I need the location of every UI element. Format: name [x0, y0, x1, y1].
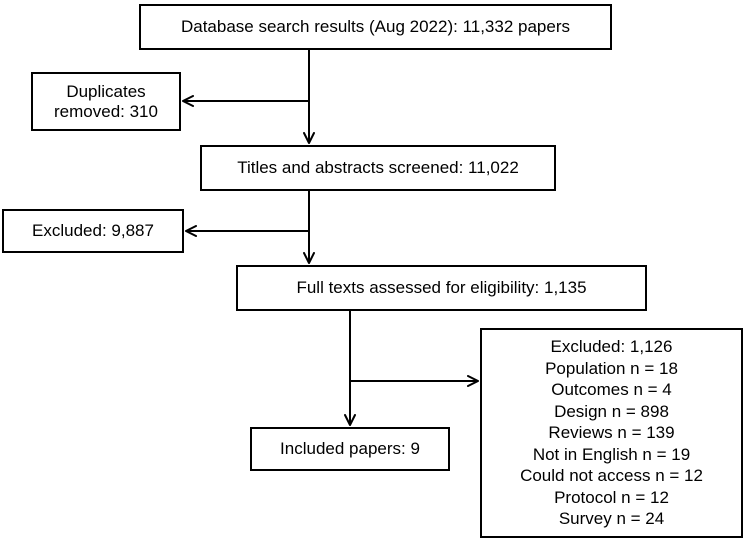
- duplicates-removed-box: Duplicates removed: 310: [31, 72, 181, 131]
- excluded-reason-survey: Survey n = 24: [558, 509, 665, 529]
- included-papers-box: Included papers: 9: [250, 427, 450, 471]
- excluded-fulltext-total: Excluded: 1,126: [550, 337, 673, 357]
- excluded-reason-design: Design n = 898: [554, 401, 669, 421]
- excluded-fulltext-box: Excluded: 1,126 Population n = 18 Outcom…: [480, 328, 743, 538]
- included-papers-label: Included papers: 9: [280, 439, 420, 458]
- excluded-reason-outcomes: Outcomes n = 4: [551, 380, 672, 400]
- search-results-label: Database search results (Aug 2022): 11,3…: [180, 17, 571, 36]
- fulltext-assessed-label: Full texts assessed for eligibility: 1,1…: [296, 278, 587, 297]
- excluded-reason-access: Could not access n = 12: [520, 466, 703, 486]
- excluded-reason-protocol: Protocol n = 12: [554, 487, 669, 507]
- duplicates-line-2: removed: 310: [54, 101, 158, 121]
- excluded-reason-language: Not in English n = 19: [532, 444, 691, 464]
- fulltext-assessed-box: Full texts assessed for eligibility: 1,1…: [236, 265, 647, 311]
- screened-box: Titles and abstracts screened: 11,022: [200, 145, 556, 191]
- excluded-reason-reviews: Reviews n = 139: [548, 423, 675, 443]
- excluded-screening-box: Excluded: 9,887: [2, 209, 184, 253]
- excluded-reason-population: Population n = 18: [545, 358, 678, 378]
- duplicates-line-1: Duplicates: [66, 81, 146, 101]
- excluded-screening-label: Excluded: 9,887: [32, 221, 154, 240]
- screened-label: Titles and abstracts screened: 11,022: [237, 158, 519, 177]
- search-results-box: Database search results (Aug 2022): 11,3…: [139, 4, 612, 50]
